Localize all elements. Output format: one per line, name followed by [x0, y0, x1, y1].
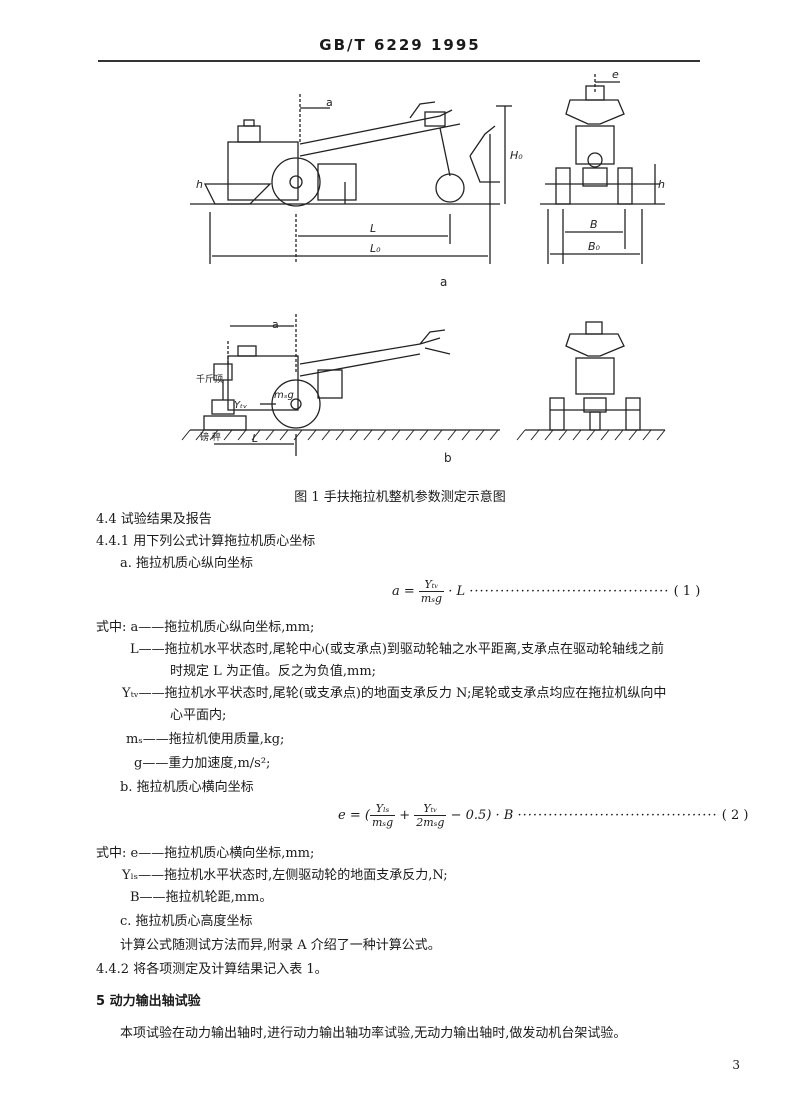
where1-sym-3: Yₜᵥ—— — [122, 686, 165, 701]
item-c: c. 拖拉机质心高度坐标 — [120, 914, 253, 929]
formula-1-leader: ······································· — [469, 584, 670, 599]
section-4-4-1: 4.4.1 用下列公式计算拖拉机质心坐标 — [96, 534, 316, 549]
where1-line-1: L——拖拉机水平状态时,尾轮中心(或支承点)到驱动轮轴之水平距离,支承点在驱动轮… — [130, 640, 664, 660]
where2-sym-0: 式中: e—— — [96, 846, 165, 861]
figure-b-front-view — [516, 321, 666, 441]
header-rule — [98, 60, 700, 62]
formula-1-numerator: Yₜᵥ — [418, 578, 445, 592]
section-4-4: 4.4 试验结果及报告 — [96, 512, 212, 527]
where1-text-3: 拖拉机水平状态时,尾轮(或支承点)的地面支承反力 N;尾轮或支承点均应在拖拉机纵… — [164, 686, 667, 701]
where1-line-0: 式中: a——拖拉机质心纵向坐标,mm; — [96, 618, 314, 638]
where1-text-1: 拖拉机水平状态时,尾轮中心(或支承点)到驱动轮轴之水平距离,支承点在驱动轮轴线之… — [164, 642, 665, 657]
where1-sym-1: L—— — [130, 642, 165, 657]
where1-line-3: Yₜᵥ——拖拉机水平状态时,尾轮(或支承点)的地面支承反力 N;尾轮或支承点均应… — [122, 684, 666, 704]
section-5-paragraph: 本项试验在动力输出轴时,进行动力输出轴功率试验,无动力输出轴时,做发动机台架试验… — [120, 1026, 627, 1041]
fig-b-label-jack: 千斤顶 — [196, 374, 223, 385]
where1-text-6: 重力加速度,m/s²; — [168, 756, 271, 771]
formula-2-rhs: − 0.5) · B — [446, 808, 514, 823]
figure-caption: 图 1 手扶拖拉机整机参数测定示意图 — [294, 490, 506, 505]
formula-1-number: ( 1 ) — [673, 584, 701, 599]
section-4-4-2: 4.4.2 将各项测定及计算结果记入表 1。 — [96, 962, 328, 977]
fig-b-label-Ytw: Yₜᵥ — [234, 400, 247, 411]
fig-a-label-e: e — [612, 68, 619, 81]
fig-a-label-L0: L₀ — [370, 242, 381, 255]
fig-b-label-mg: mₛg — [274, 390, 294, 401]
fig-a-label-h: h — [196, 178, 203, 191]
formula-1-denominator: mₛg — [420, 592, 443, 605]
fig-a-label-B0: B₀ — [588, 240, 601, 253]
note-c: 计算公式随测试方法而异,附录 A 介绍了一种计算公式。 — [120, 938, 441, 953]
formula-2-leader: ······································· — [517, 808, 718, 823]
formula-2-numerator-1: Yₗₛ — [369, 802, 396, 816]
section-5-heading: 5 动力输出轴试验 — [96, 994, 201, 1009]
formula-2-denominator-2: 2mₛg — [416, 816, 445, 829]
figure-a-side-view: a L L₀ H₀ h — [190, 94, 523, 264]
item-a: a. 拖拉机质心纵向坐标 — [120, 556, 254, 571]
formula-2-plus: + — [395, 808, 415, 823]
figure-b-side-view: a 千斤顶 磅 秤 Yₜᵥ mₛg L — [181, 314, 500, 456]
where1-line-5: mₛ——拖拉机使用质量,kg; — [126, 730, 284, 750]
where1-text-5: 拖拉机使用质量,kg; — [168, 732, 285, 747]
fig-b-label-scale: 磅 秤 — [200, 431, 221, 443]
where2-text-1: 拖拉机水平状态时,左侧驱动轮的地面支承反力,N; — [164, 868, 448, 883]
fig-a-label-B: B — [590, 218, 598, 231]
where1-text-2: 时规定 L 为正值。反之为负值,mm; — [170, 664, 377, 679]
where2-text-0: 拖拉机质心横向坐标,mm; — [164, 846, 315, 861]
fig-a-label-H: H₀ — [510, 149, 523, 162]
where2-line-1: Yₗₛ——拖拉机水平状态时,左侧驱动轮的地面支承反力,N; — [122, 866, 448, 886]
formula-2-lhs: e = ( — [338, 808, 370, 823]
where1-line-2: 时规定 L 为正值。反之为负值,mm; — [170, 662, 376, 682]
formula-1-rhs: · L — [444, 584, 466, 599]
fig-a-label-a: a — [326, 96, 333, 109]
where1-line-6: g——重力加速度,m/s²; — [134, 754, 270, 774]
figure-a-front-view: e B B₀ h — [540, 68, 665, 264]
formula-2-number: ( 2 ) — [721, 808, 749, 823]
item-b: b. 拖拉机质心横向坐标 — [120, 780, 254, 795]
where1-sym-0: 式中: a—— — [96, 620, 165, 635]
where2-sym-1: Yₗₛ—— — [122, 868, 165, 883]
formula-2-numerator-2: Yₜᵥ — [414, 802, 447, 816]
where1-text-4: 心平面内; — [170, 708, 227, 723]
tractor-figure: a L L₀ H₀ h e B B₀ h a — [181, 68, 666, 465]
subfigure-a-label: a — [440, 275, 447, 289]
fig-a-label-L: L — [370, 222, 376, 235]
where2-line-0: 式中: e——拖拉机质心横向坐标,mm; — [96, 844, 314, 864]
subfigure-b-label: b — [444, 451, 452, 465]
fig-a-label-h-front: h — [658, 178, 665, 191]
page-number: 3 — [732, 1058, 740, 1072]
where2-sym-2: B—— — [130, 890, 166, 905]
formula-2-denominator-1: mₛg — [371, 816, 394, 829]
where2-line-2: B——拖拉机轮距,mm。 — [130, 888, 272, 908]
fig-b-label-L: L — [252, 432, 258, 445]
standard-header: GB/T 6229 1995 — [319, 36, 481, 54]
where1-sym-6: g—— — [134, 756, 169, 771]
fig-b-label-a: a — [272, 318, 279, 331]
where1-text-0: 拖拉机质心纵向坐标,mm; — [164, 620, 315, 635]
formula-1-lhs: a = — [392, 584, 419, 599]
where2-text-2: 拖拉机轮距,mm。 — [165, 890, 273, 905]
where1-line-4: 心平面内; — [170, 706, 226, 726]
where1-sym-5: mₛ—— — [126, 732, 169, 747]
